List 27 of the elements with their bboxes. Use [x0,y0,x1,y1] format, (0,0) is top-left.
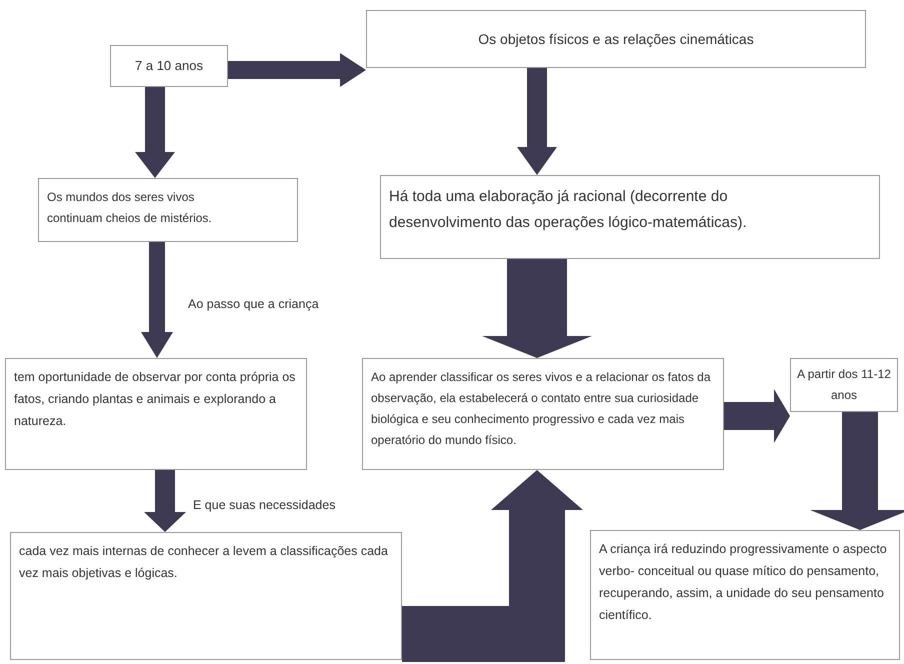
text-box [380,175,880,259]
box-text: cada vez mais internas de conhecer a levem a classificações cada vez mais objetivas e lógicas. [19,543,389,582]
text-box [362,358,724,470]
box-text: tem oportunidade de observar por conta própria os fatos, criando plantas e animais e explorando a natureza. [14,369,296,430]
box-text: 7 a 10 anos [134,56,204,75]
box-text: A partir dos 11-12 anos [796,366,892,404]
text-box [110,45,228,87]
text-box [38,178,298,242]
box-text: A criança irá reduzindo progressivamente o aspecto verbo- conceitual ou quase mítico do pensamento, recuperando, assim, a unidade do seu pensamento científico. [599,541,888,624]
block-arrow [144,470,186,532]
block-arrow [141,242,173,358]
text-box [5,358,307,470]
block-arrow [402,470,583,662]
block-arrow [482,259,592,358]
block-arrow [135,87,175,178]
text-box [590,530,900,660]
block-arrow [810,412,904,530]
block-arrow [517,68,557,175]
text-box [366,10,866,68]
box-text: Os objetos físicos e as relações cinemáticas [477,30,755,49]
block-arrow [228,53,366,87]
text-box [790,358,898,412]
box-text: Os mundos dos seres vivos continuam cheios de mistérios. [47,189,213,227]
block-arrow [724,389,790,443]
box-text: Ao aprender classificar os seres vivos e a relacionar os fatos da observação, ela estabelecerá o contato entre sua curiosidade biológica e seu conhecimento progressivo e cada vez mais operatório do mundo físico. [371,369,712,449]
box-text: Há toda uma elaboração já racional (decorrente do desenvolvimento das operações lógico-matemáticas). [389,187,748,234]
text-box [10,532,402,660]
